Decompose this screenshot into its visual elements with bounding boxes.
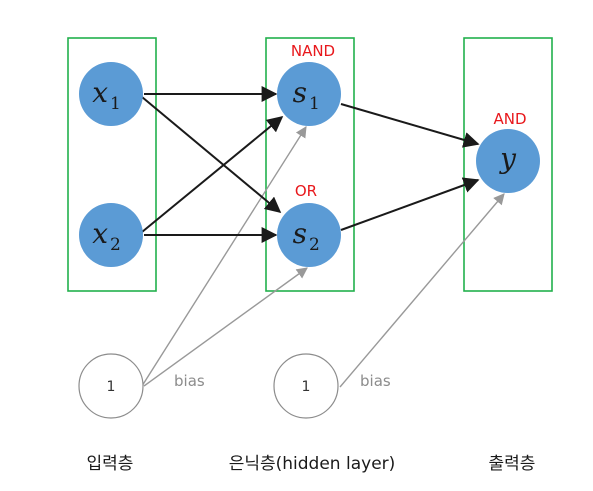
output-layer-box <box>463 37 553 292</box>
bias-node-1-value: 1 <box>107 379 116 395</box>
bias-node-1: 1 <box>78 353 144 419</box>
node-s1-sub: 1 <box>309 94 320 114</box>
s1-to-y-arrow <box>340 103 480 148</box>
x2-to-s1-arrow <box>141 115 284 233</box>
input-layer-box <box>67 37 157 292</box>
node-x2-sub: 2 <box>110 235 121 255</box>
bias1-to-s1-arrow <box>141 126 307 387</box>
node-s2-sub: 2 <box>309 235 320 255</box>
node-x2: x 2 <box>79 203 143 267</box>
node-y: y <box>476 129 540 193</box>
input-layer-label: 입력층 <box>87 454 134 474</box>
node-s1: s 1 <box>277 62 341 126</box>
bias-node-2: 1 <box>273 353 339 419</box>
s2-to-y-arrow <box>340 177 480 231</box>
node-s2: s 2 <box>277 203 341 267</box>
node-x1: x 1 <box>79 62 143 126</box>
gate-label-nand: NAND <box>291 42 335 60</box>
hidden-layer-label: 은닉층(hidden layer) <box>229 454 396 474</box>
node-y-var: y <box>498 142 517 175</box>
node-s1-var: s <box>293 76 307 109</box>
node-s2-var: s <box>293 217 307 250</box>
bias2-to-y-arrow <box>339 193 505 388</box>
bias1-to-s2-arrow <box>143 267 308 387</box>
gate-label-and: AND <box>493 110 526 128</box>
output-layer-label: 출력층 <box>489 454 536 474</box>
x1-to-s2-arrow <box>141 96 282 214</box>
node-x1-var: x <box>92 76 108 109</box>
gate-label-or: OR <box>295 182 317 200</box>
bias-label-1: bias <box>174 372 205 390</box>
bias-label-2: bias <box>360 372 391 390</box>
bias-node-2-value: 1 <box>302 379 311 395</box>
node-x1-sub: 1 <box>110 94 121 114</box>
hidden-layer-box <box>265 37 355 292</box>
node-x2-var: x <box>92 217 108 250</box>
